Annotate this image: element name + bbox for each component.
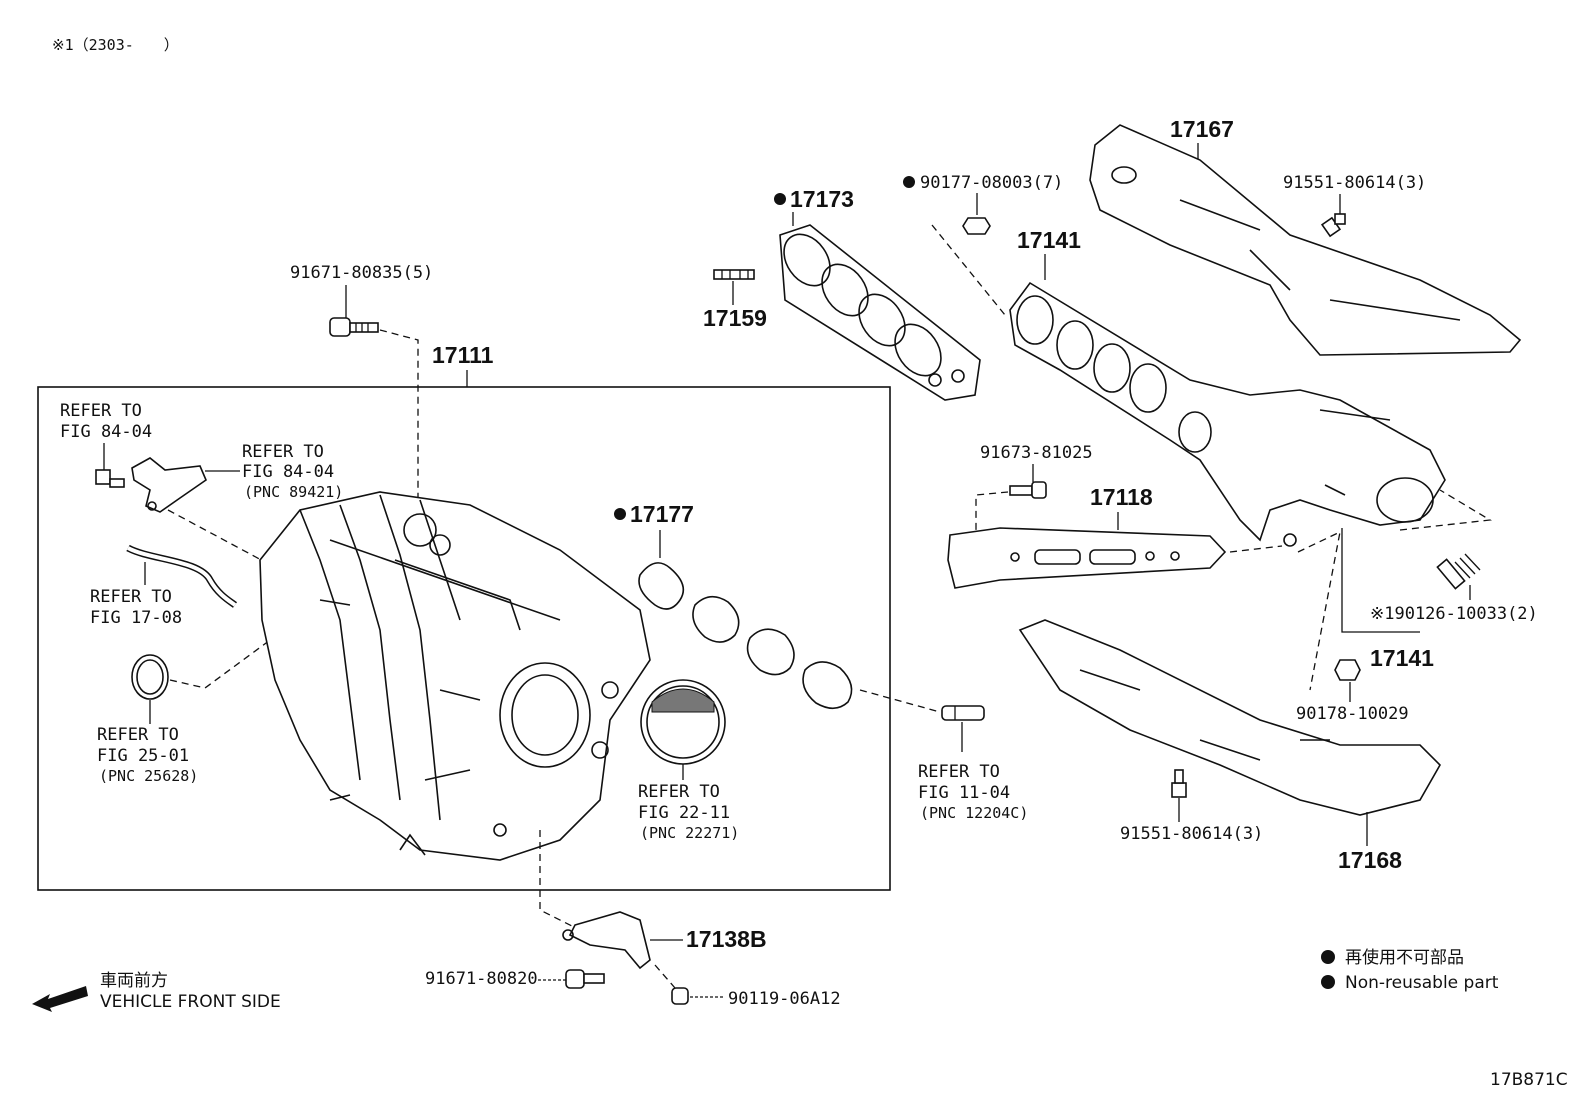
refer-84-04-b-line2[interactable]: FIG 84-04 (242, 462, 334, 482)
label-91671-80820[interactable]: 91671-80820 (425, 969, 538, 989)
spark-plug-tube-icon (941, 705, 985, 721)
label-17141-top[interactable]: 17141 (1017, 227, 1081, 253)
refer-84-04-a-line2[interactable]: FIG 84-04 (60, 422, 152, 442)
label-17118[interactable]: 17118 (1090, 484, 1153, 510)
stay-17118-icon (947, 527, 1227, 589)
diagram-code: 17B871C (1490, 1070, 1568, 1090)
refer-22-11-line2[interactable]: FIG 22-11 (638, 803, 730, 823)
legend-dot-en-icon (1321, 975, 1335, 989)
bolt-91673-icon (1009, 481, 1047, 499)
label-90178-10029[interactable]: 90178-10029 (1296, 704, 1409, 724)
nut-90177-icon (962, 217, 991, 235)
label-91673-81025[interactable]: 91673-81025 (980, 443, 1093, 463)
throttle-gasket-22271-icon (640, 679, 726, 765)
non-reusable-dot-icon (614, 508, 626, 520)
label-90177-08003[interactable]: 90177-08003(7) (920, 173, 1063, 193)
refer-11-04-line3[interactable]: (PNC 12204C) (920, 804, 1028, 822)
refer-84-04-a-line1[interactable]: REFER TO (60, 401, 142, 421)
intake-manifold-17111-icon (259, 491, 651, 861)
sensor-89421-icon (131, 457, 207, 513)
heat-insulator-17167-icon (1089, 124, 1522, 356)
label-17141-bottom[interactable]: 17141 (1370, 645, 1434, 671)
bolt-91551-top-icon (1320, 213, 1346, 238)
refer-25-01-line2[interactable]: FIG 25-01 (97, 746, 189, 766)
stud-17159-icon (713, 269, 755, 280)
nut-90178-icon (1334, 659, 1361, 681)
bolt-91551-bottom-icon (1171, 769, 1187, 798)
refer-22-11-line1[interactable]: REFER TO (638, 782, 720, 802)
exhaust-manifold-17141-icon (1009, 281, 1446, 547)
label-90126-10033[interactable]: ※190126-10033(2) (1370, 604, 1538, 624)
vehicle-front-en: VEHICLE FRONT SIDE (100, 992, 281, 1012)
bolt-91671-80820-icon (565, 969, 605, 989)
label-17177[interactable]: 17177 (630, 501, 694, 527)
refer-11-04-line1[interactable]: REFER TO (918, 762, 1000, 782)
bolt-90119-06a12-icon (671, 987, 689, 1005)
label-91551-80614-bottom[interactable]: 91551-80614(3) (1120, 824, 1263, 844)
label-90119-06a12[interactable]: 90119-06A12 (728, 989, 841, 1009)
label-17138B[interactable]: 17138B (686, 926, 767, 952)
legend-dot-jp-icon (1321, 950, 1335, 964)
label-91551-80614-top[interactable]: 91551-80614(3) (1283, 173, 1426, 193)
non-reusable-dot-icon (774, 193, 786, 205)
vacuum-hose-icon (126, 544, 238, 608)
intake-gasket-17177-icon (638, 562, 853, 710)
non-reusable-dot-icon (903, 176, 915, 188)
refer-17-08-line2[interactable]: FIG 17-08 (90, 608, 182, 628)
label-17159[interactable]: 17159 (703, 305, 767, 331)
refer-25-01-line3[interactable]: (PNC 25628) (99, 767, 198, 785)
bolt-91671-80835-icon (329, 317, 379, 337)
legend-jp: 再使用不可部品 (1345, 947, 1464, 968)
date-range-note: ※1（2303- ） (52, 36, 179, 54)
exhaust-gasket-17173-icon (779, 224, 981, 401)
refer-25-01-line1[interactable]: REFER TO (97, 725, 179, 745)
refer-84-04-b-line1[interactable]: REFER TO (242, 442, 324, 462)
vehicle-front-jp: 車両前方 (100, 971, 168, 991)
refer-22-11-line3[interactable]: (PNC 22271) (640, 824, 739, 842)
refer-84-04-b-line3[interactable]: (PNC 89421) (244, 483, 343, 501)
refer-17-08-line1[interactable]: REFER TO (90, 587, 172, 607)
refer-11-04-line2[interactable]: FIG 11-04 (918, 783, 1010, 803)
legend-en: Non-reusable part (1345, 973, 1499, 993)
small-bolt-icon (95, 469, 125, 488)
stud-90126-icon (1436, 553, 1481, 590)
label-17167[interactable]: 17167 (1170, 116, 1234, 142)
o-ring-25628-icon (131, 654, 169, 700)
label-17168[interactable]: 17168 (1338, 847, 1402, 873)
label-17111[interactable]: 17111 (432, 342, 494, 368)
intake-manifold-assembly-box (37, 386, 891, 891)
vehicle-front-arrow-icon (32, 986, 88, 1012)
bracket-17138B-icon (562, 911, 651, 970)
label-91671-80835[interactable]: 91671-80835(5) (290, 263, 433, 283)
heat-insulator-17168-icon (1018, 619, 1441, 816)
label-17173[interactable]: 17173 (790, 186, 854, 212)
